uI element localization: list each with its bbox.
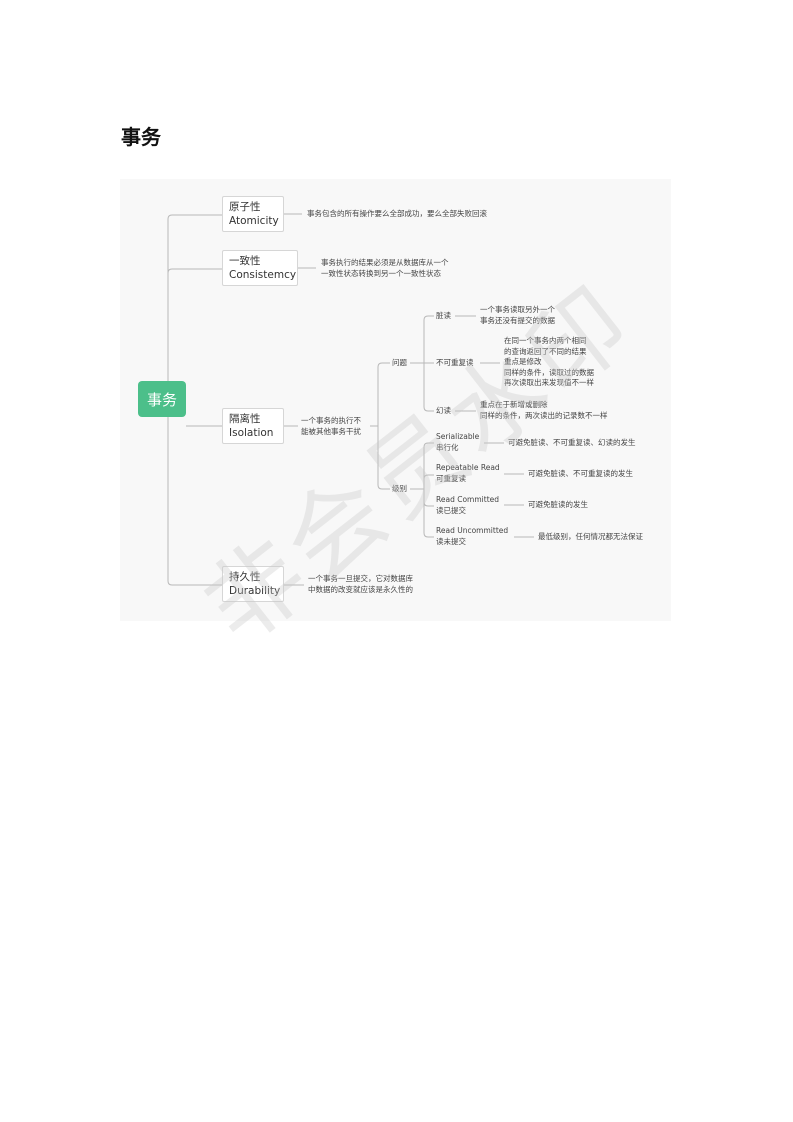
level-read-committed: Read Committed 读已提交 xyxy=(436,495,499,516)
phantom-label: 幻读 xyxy=(436,406,451,415)
durability-cn: 持久性 xyxy=(229,571,261,583)
level-en: Serializable xyxy=(436,432,480,441)
isolation-cn: 隔离性 xyxy=(229,413,261,425)
isolation-en: Isolation xyxy=(229,427,274,439)
node-atomicity: 原子性 Atomicity xyxy=(222,196,284,232)
problems-label: 问题 xyxy=(392,358,407,367)
dirty-read-desc-line: 一个事务读取另外一个 xyxy=(480,305,555,314)
level-cn: 可重复读 xyxy=(436,473,466,483)
page-title: 事务 xyxy=(121,125,161,149)
read-uncommitted-desc: 最低级别，任何情况都无法保证 xyxy=(538,532,643,541)
non-repeatable-desc-line: 同样的条件，读取过的数据 xyxy=(504,367,594,377)
non-repeatable-label: 不可重复读 xyxy=(436,358,474,367)
connector-lines xyxy=(162,213,534,586)
node-consistency: 一致性 Consistemcy xyxy=(222,250,298,286)
consistency-desc-line: 一致性状态转换到另一个一致性状态 xyxy=(321,268,441,278)
dirty-read-desc: 一个事务读取另外一个 事务还没有提交的数据 xyxy=(480,305,555,326)
non-repeatable-desc-line: 再次读取出来发现值不一样 xyxy=(504,378,594,387)
level-cn: 读未提交 xyxy=(436,536,466,546)
dirty-read-desc-line: 事务还没有提交的数据 xyxy=(480,315,555,325)
level-repeatable-read: Repeatable Read 可重复读 xyxy=(436,463,500,484)
durability-desc: 一个事务一旦提交，它对数据库 中数据的改变就应该是永久性的 xyxy=(308,574,413,595)
durability-desc-line: 一个事务一旦提交，它对数据库 xyxy=(308,574,413,583)
non-repeatable-desc: 在同一个事务内两个相同 的查询返回了不同的结果 重点是修改 同样的条件，读取过的… xyxy=(504,336,594,389)
non-repeatable-desc-line: 重点是修改 xyxy=(504,357,542,366)
atomicity-desc: 事务包含的所有操作要么全部成功，要么全部失败回滚 xyxy=(307,209,487,218)
phantom-desc-line: 同样的条件，两次读出的记录数不一样 xyxy=(480,410,608,420)
serializable-desc: 可避免脏读、不可重复读、幻读的发生 xyxy=(508,438,636,447)
root-node: 事务 xyxy=(138,381,186,417)
level-en: Repeatable Read xyxy=(436,463,500,472)
isolation-desc-line: 能被其他事务干扰 xyxy=(301,426,361,436)
levels-label: 级别 xyxy=(392,484,407,493)
non-repeatable-desc-line: 在同一个事务内两个相同 xyxy=(504,336,587,345)
phantom-desc: 重点在于新增或删除 同样的条件，两次读出的记录数不一样 xyxy=(480,400,608,421)
phantom-desc-line: 重点在于新增或删除 xyxy=(480,400,548,409)
consistency-desc-line: 事务执行的结果必须是从数据库从一个 xyxy=(321,258,449,267)
isolation-desc: 一个事务的执行不 能被其他事务干扰 xyxy=(301,416,361,437)
consistency-cn: 一致性 xyxy=(229,255,261,267)
durability-en: Durability xyxy=(229,585,281,597)
level-serializable: Serializable 串行化 xyxy=(436,432,479,453)
consistency-desc: 事务执行的结果必须是从数据库从一个 一致性状态转换到另一个一致性状态 xyxy=(321,258,449,279)
atomicity-en: Atomicity xyxy=(229,215,279,227)
non-repeatable-desc-line: 的查询返回了不同的结果 xyxy=(504,346,587,356)
dirty-read-label: 脏读 xyxy=(436,311,451,320)
durability-desc-line: 中数据的改变就应该是永久性的 xyxy=(308,584,413,594)
level-cn: 读已提交 xyxy=(436,505,466,515)
consistency-en: Consistemcy xyxy=(229,269,297,281)
level-en: Read Committed xyxy=(436,495,500,504)
mind-map: 事务 原子性 Atomicity 事务包含的所有操作要么全部成功，要么全部失败回… xyxy=(120,179,671,621)
node-durability: 持久性 Durability xyxy=(222,566,284,602)
isolation-desc-line: 一个事务的执行不 xyxy=(301,416,361,425)
level-cn: 串行化 xyxy=(436,442,459,452)
repeatable-read-desc: 可避免脏读、不可重复读的发生 xyxy=(528,469,633,478)
atomicity-cn: 原子性 xyxy=(229,201,261,213)
level-read-uncommitted: Read Uncommitted 读未提交 xyxy=(436,526,508,547)
read-committed-desc: 可避免脏读的发生 xyxy=(528,500,588,509)
node-isolation: 隔离性 Isolation xyxy=(222,408,284,444)
level-en: Read Uncommitted xyxy=(436,526,509,535)
